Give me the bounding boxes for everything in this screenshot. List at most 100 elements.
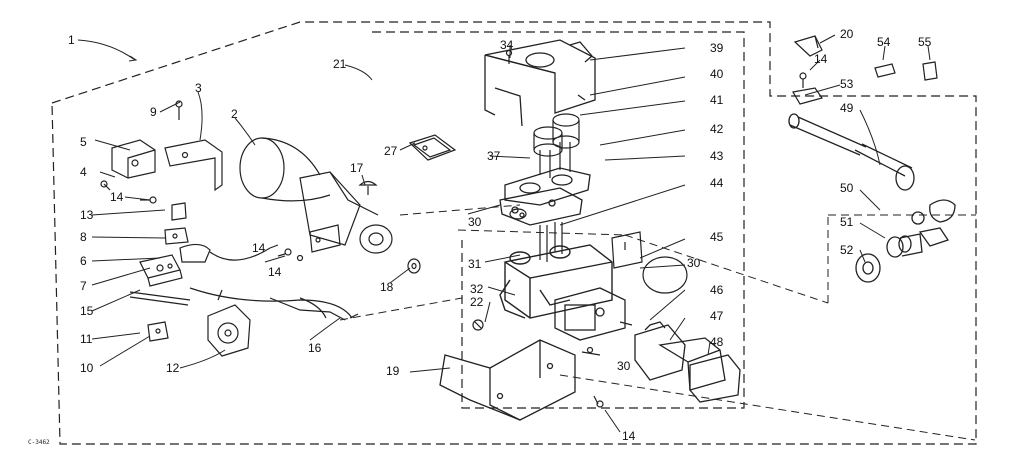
callout-40: 40 <box>710 67 724 81</box>
callout-53: 53 <box>840 77 854 91</box>
stems-37 <box>539 142 571 178</box>
screw-14-a <box>140 196 157 204</box>
valve-7 <box>139 254 183 287</box>
bracket-3 <box>164 139 223 192</box>
clip-20 <box>793 35 823 57</box>
fitting-51 <box>886 233 923 258</box>
callout-10: 10 <box>80 361 94 375</box>
tube-49 <box>788 113 915 191</box>
callout-4: 4 <box>80 165 87 179</box>
bracket-19 <box>439 339 576 421</box>
solenoid-41 <box>533 113 580 157</box>
switch-6 <box>179 243 279 263</box>
callout-21: 21 <box>333 57 347 71</box>
gasket-42 <box>504 167 591 206</box>
callout-41: 41 <box>710 93 724 107</box>
callout-5: 5 <box>80 135 87 149</box>
screw-22 <box>472 319 484 331</box>
callout-15: 15 <box>80 304 94 318</box>
callout-7: 7 <box>80 279 87 293</box>
callout-14-e: 14 <box>252 241 266 255</box>
fitting-50 <box>911 199 956 247</box>
coil-46 <box>619 321 686 381</box>
ring-45 <box>642 256 688 294</box>
bracket-47 <box>658 337 726 391</box>
plate-43 <box>499 187 583 226</box>
assembly-1-boundary <box>51 21 977 445</box>
burner-2 <box>239 137 393 254</box>
callout-labels: 1 2 3 4 5 6 7 8 9 10 11 12 13 14 14 14 1… <box>28 27 932 446</box>
assembly-21-boundary <box>372 31 745 409</box>
screw-30-b <box>581 346 601 356</box>
tube-15 <box>129 287 353 319</box>
nut-18 <box>407 258 421 274</box>
clip-55 <box>922 61 938 81</box>
callout-34: 34 <box>500 38 514 52</box>
thermostat-12 <box>207 289 251 357</box>
callout-3: 3 <box>195 81 202 95</box>
plate-27 <box>408 134 457 161</box>
callout-1: 1 <box>68 33 75 47</box>
pins-44 <box>539 222 563 262</box>
callout-48: 48 <box>710 335 724 349</box>
callout-14-c: 14 <box>622 429 636 443</box>
callout-42: 42 <box>710 122 724 136</box>
callout-37: 37 <box>487 149 501 163</box>
callout-13: 13 <box>80 208 94 222</box>
callout-8: 8 <box>80 230 87 244</box>
callout-45: 45 <box>710 230 724 244</box>
callout-54: 54 <box>877 35 891 49</box>
callout-16: 16 <box>308 341 322 355</box>
clip-13 <box>171 202 187 221</box>
callout-17: 17 <box>350 161 364 175</box>
footer-code: C-3462 <box>28 439 50 446</box>
callout-18: 18 <box>380 280 394 294</box>
washer-30 <box>509 208 527 220</box>
callout-14-d: 14 <box>814 52 828 66</box>
part-11 <box>147 321 169 342</box>
callout-6: 6 <box>80 254 87 268</box>
leader-lines-dashed <box>339 204 976 441</box>
callout-44: 44 <box>710 176 724 190</box>
screw-14-d <box>799 72 807 88</box>
callout-31: 31 <box>468 257 482 271</box>
callout-2: 2 <box>231 107 238 121</box>
callout-12: 12 <box>166 361 180 375</box>
screw-14-b <box>277 248 304 262</box>
callout-11: 11 <box>80 332 93 346</box>
callout-39: 39 <box>710 41 724 55</box>
callout-30-b: 30 <box>687 256 701 270</box>
callout-43: 43 <box>710 149 724 163</box>
leader-arrows <box>77 34 931 433</box>
screw-4 <box>100 180 111 191</box>
callout-51: 51 <box>840 215 854 229</box>
screw-14-c <box>593 395 604 408</box>
screw-9 <box>175 100 183 120</box>
callout-46: 46 <box>710 283 724 297</box>
callout-50: 50 <box>840 181 854 195</box>
rod-45 <box>611 231 643 269</box>
callout-19: 19 <box>386 364 400 378</box>
callout-22: 22 <box>470 295 484 309</box>
cover-39 <box>484 39 596 127</box>
nut-52 <box>855 253 881 283</box>
cover-48 <box>689 354 741 403</box>
callout-49: 49 <box>840 101 854 115</box>
fitting-17 <box>358 180 378 195</box>
callout-14-a: 14 <box>110 190 124 204</box>
clip-54 <box>874 63 896 78</box>
valve-body-31 <box>499 244 613 319</box>
strap-53 <box>792 87 823 105</box>
callout-30-a: 30 <box>468 215 482 229</box>
screw-34 <box>505 49 513 64</box>
callout-47: 47 <box>710 309 724 323</box>
block-32 <box>554 287 626 341</box>
callout-27: 27 <box>384 144 398 158</box>
callout-14-b: 14 <box>268 265 282 279</box>
callout-20: 20 <box>840 27 854 41</box>
callout-55: 55 <box>918 35 932 49</box>
callout-30-c: 30 <box>617 359 631 373</box>
tube-16 <box>269 297 359 321</box>
